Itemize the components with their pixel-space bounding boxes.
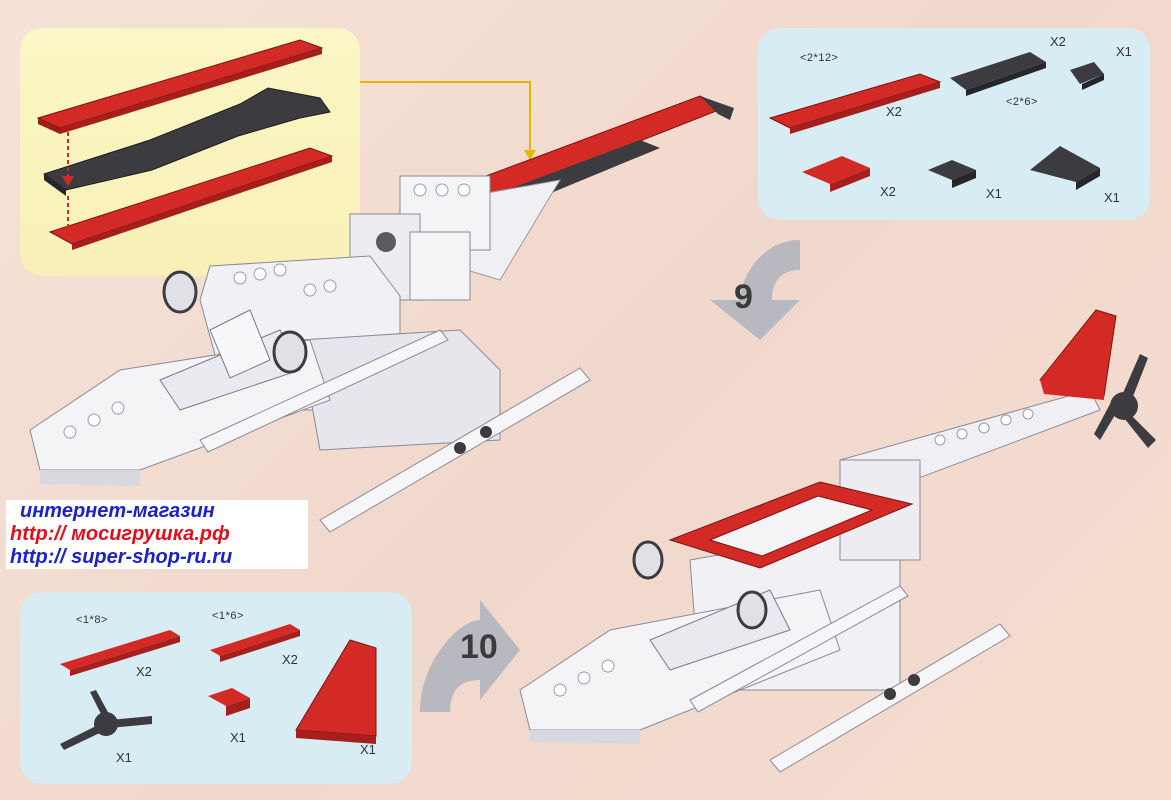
step10-helicopter-model — [519, 309, 1156, 773]
detail-plate-stack — [36, 39, 334, 250]
plate-1x8-qty-label: X2 — [136, 664, 152, 679]
plate-1x6-size-label: <1*6> — [212, 610, 244, 622]
plate-2x6-qty-label: X2 — [1050, 34, 1066, 49]
red-2x2-qty-label: X2 — [880, 184, 896, 199]
plate-1x6-qty-label: X2 — [282, 652, 298, 667]
promo-link-super-shop[interactable]: http:// super-shop-ru.ru — [6, 546, 308, 569]
small-dark-brick-qty-label: X1 — [1116, 44, 1132, 59]
wedge-qty-label: X1 — [1104, 190, 1120, 205]
callout-connector — [360, 81, 531, 152]
plate-2x12-qty-label: X2 — [886, 104, 902, 119]
plate-2x12-size-label: <2*12> — [800, 52, 839, 64]
step-number-10: 10 — [460, 628, 498, 666]
step10-parts-illustrations — [60, 624, 377, 750]
red-1x2-qty-label: X1 — [230, 730, 246, 745]
promo-line-shop: интернет-магазин — [6, 500, 308, 523]
step10-arrow-icon — [420, 600, 520, 712]
step9-parts-illustrations — [768, 52, 1104, 192]
plate-1x8-size-label: <1*8> — [76, 614, 108, 626]
promo-watermark: интернет-магазин http:// мосигрушка.рф h… — [6, 500, 308, 569]
propeller-qty-label: X1 — [116, 750, 132, 765]
tail-fin-qty-label: X1 — [360, 742, 376, 757]
promo-link-mosigrushka[interactable]: http:// мосигрушка.рф — [6, 523, 308, 546]
dark-2x2-qty-label: X1 — [986, 186, 1002, 201]
parts-panel-step-9 — [758, 28, 1150, 220]
step-number-9: 9 — [734, 278, 753, 316]
step9-arrow-icon — [710, 240, 800, 340]
plate-2x6-size-label: <2*6> — [1006, 96, 1038, 108]
step9-helicopter-model — [29, 95, 734, 533]
